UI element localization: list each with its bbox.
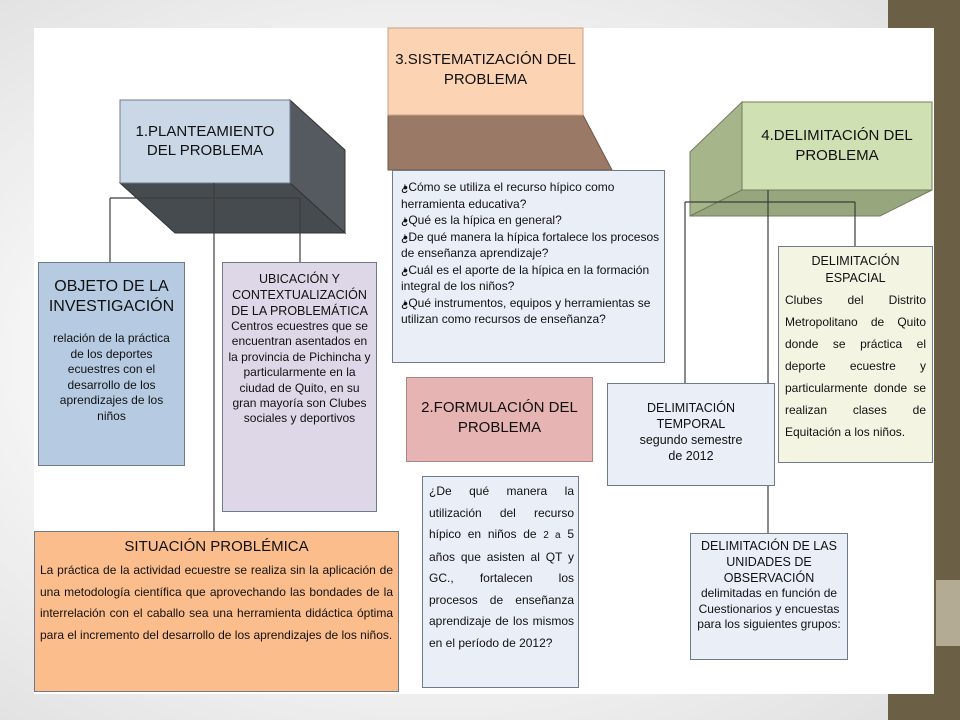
espacial-title: DELIMITACIÓN ESPACIAL — [811, 254, 900, 285]
delimitacion-header-text: 4.DELIMITACIÓN DEL PROBLEMA — [761, 127, 913, 164]
formulacion-question-part2: 5 años que asisten al QT y GC., fortalec… — [429, 527, 574, 650]
sistematizacion-question-4: ¿Cuál es el aporte de la hípica en la fo… — [401, 262, 660, 295]
situacion-box: SITUACIÓN PROBLÉMICA La práctica de la a… — [34, 531, 399, 692]
temporal-body: segundo semestre de 2012 — [639, 433, 743, 463]
sistematizacion-question-5: ¿Qué instrumentos, equipos y herramienta… — [401, 295, 660, 328]
ubicacion-box: UBICACIÓN Y CONTEXTUALIZACIÓN DE LA PROB… — [222, 262, 377, 512]
temporal-box: DELIMITACIÓN TEMPORAL segundo semestre d… — [607, 383, 775, 486]
formulacion-question-part1: ¿De qué manera la utilización del recurs… — [429, 484, 574, 541]
formulacion-question-box: ¿De qué manera la utilización del recurs… — [422, 476, 579, 688]
situacion-title: SITUACIÓN PROBLÉMICA — [124, 538, 309, 555]
formulacion-header-text: 2.FORMULACIÓN DEL PROBLEMA — [421, 399, 578, 436]
sistematizacion-question-3: ¿De qué manera la hípica fortalece los p… — [401, 229, 660, 262]
planteamiento-header-text: 1.PLANTEAMIENTO DEL PROBLEMA — [135, 123, 275, 159]
ubicacion-body: Centros ecuestres que se encuentran asen… — [228, 319, 371, 426]
delimitacion-header: 4.DELIMITACIÓN DEL PROBLEMA — [742, 126, 932, 166]
sistematizacion-box-bottom — [387, 114, 613, 171]
sistematizacion-box-face — [387, 27, 584, 116]
sistematizacion-question-1: ¿Cómo se utiliza el recurso hípico como … — [401, 179, 660, 212]
unidades-box: DELIMITACIÓN DE LAS UNIDADES DE OBSERVAC… — [690, 533, 848, 660]
objeto-body: relación de la práctica de los deportes … — [53, 331, 170, 423]
delimitacion-box-face — [741, 101, 933, 191]
unidades-title: DELIMITACIÓN DE LAS UNIDADES DE OBSERVAC… — [701, 539, 837, 585]
sistematizacion-header-text: 3.SISTEMATIZACIÓN DEL PROBLEMA — [395, 51, 576, 88]
temporal-title: DELIMITACIÓN TEMPORAL — [647, 401, 735, 431]
formulacion-header-box: 2.FORMULACIÓN DEL PROBLEMA — [406, 377, 593, 462]
slide-side-bar-accent — [936, 580, 960, 646]
planteamiento-header: 1.PLANTEAMIENTO DEL PROBLEMA — [120, 122, 290, 160]
formulacion-question: ¿De qué manera la utilización del recurs… — [429, 481, 574, 654]
planteamiento-box-face — [119, 99, 291, 184]
sistematizacion-question-list: ¿Cómo se utiliza el recurso hípico como … — [395, 179, 660, 328]
sistematizacion-header: 3.SISTEMATIZACIÓN DEL PROBLEMA — [388, 50, 583, 90]
sistematizacion-question-2: ¿Qué es la hípica en general? — [401, 212, 660, 229]
espacial-body: Clubes del Distrito Metropolitano de Qui… — [785, 293, 926, 439]
sistematizacion-questions-box: ¿Cómo se utiliza el recurso hípico como … — [392, 170, 665, 363]
objeto-box: OBJETO DE LA INVESTIGACIÓN relación de l… — [38, 262, 185, 466]
ubicacion-title: UBICACIÓN Y CONTEXTUALIZACIÓN DE LA PROB… — [231, 272, 368, 318]
objeto-title: OBJETO DE LA INVESTIGACIÓN — [48, 278, 175, 315]
espacial-box: DELIMITACIÓN ESPACIAL Clubes del Distrit… — [778, 246, 933, 463]
formulacion-question-age: 2 a — [543, 530, 561, 541]
situacion-body: La práctica de la actividad ecuestre se … — [40, 563, 393, 642]
unidades-body: delimitadas en función de Cuestionarios … — [697, 586, 841, 631]
